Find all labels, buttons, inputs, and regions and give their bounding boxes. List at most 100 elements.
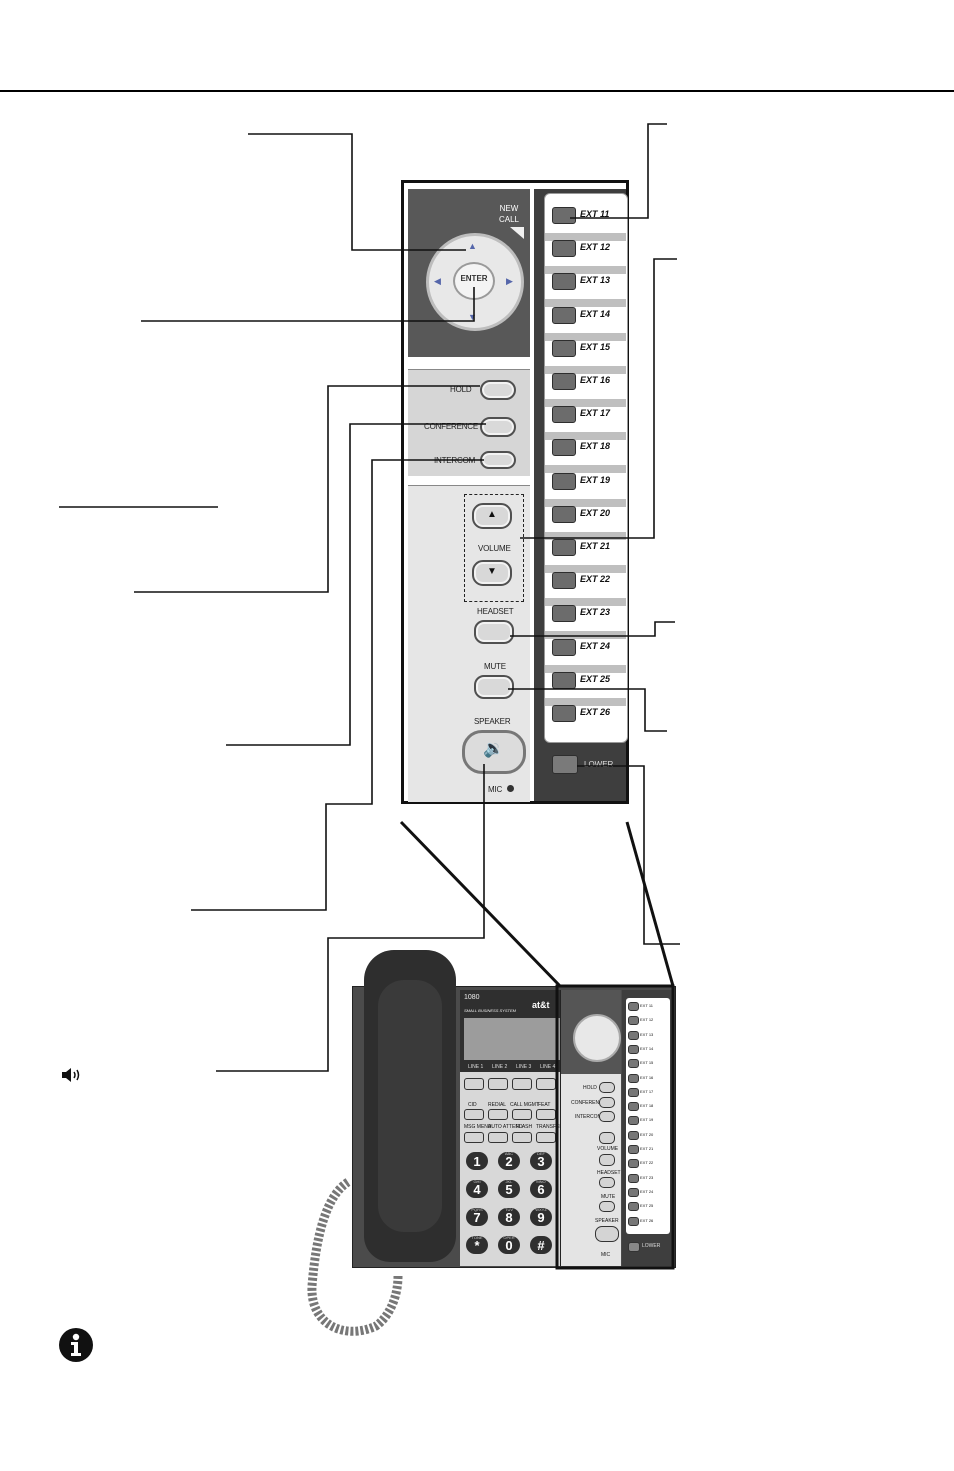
dialpad-key-letters: GHI — [473, 1179, 481, 1184]
up-arrow-icon[interactable]: ▲ — [468, 241, 477, 251]
mini-intercom-button[interactable] — [599, 1111, 615, 1122]
ext-11-label: EXT 11 — [580, 209, 610, 219]
ext-26-button[interactable] — [552, 705, 576, 722]
mini-ext-22-label: EXT 22 — [640, 1160, 654, 1166]
mini-headset-button[interactable] — [599, 1177, 615, 1188]
mini-ext-21-label: EXT 21 — [640, 1146, 654, 1151]
mini-hold-button[interactable] — [599, 1082, 615, 1093]
auto-attend-button[interactable] — [488, 1132, 508, 1143]
mute-button[interactable] — [474, 675, 514, 699]
volume-up-button[interactable]: ▲ — [472, 503, 512, 529]
line-1-button[interactable] — [464, 1078, 484, 1090]
mini-ext-20-button[interactable] — [628, 1130, 639, 1140]
lower-button[interactable] — [552, 755, 578, 774]
mini-intercom-label: INTERCOM — [575, 1114, 602, 1120]
ext-21-button[interactable] — [552, 539, 576, 556]
ext-divider — [545, 365, 626, 374]
ext-20-button[interactable] — [552, 505, 576, 523]
volume-down-button[interactable]: ▼ — [472, 560, 512, 586]
mini-side-panel: HOLD CONFERENCE INTERCOM VOLUME HEADSET … — [560, 990, 621, 1266]
mini-ext-24-button[interactable] — [628, 1187, 639, 1197]
mic-hole-icon — [507, 785, 514, 792]
call-mgmt-button[interactable] — [512, 1109, 532, 1120]
mini-volume-down-button[interactable] — [599, 1154, 615, 1166]
mini-ext-22-button[interactable] — [628, 1159, 639, 1169]
mini-ext-16-label: EXT 16 — [640, 1074, 654, 1080]
mini-ext-17-button[interactable] — [628, 1087, 639, 1097]
dialpad-key[interactable]: 1 — [466, 1152, 488, 1170]
mini-ext-11-button[interactable] — [628, 1002, 639, 1011]
line-2-button[interactable] — [488, 1078, 508, 1090]
ext-17-label: EXT 17 — [580, 408, 611, 419]
ext-14-button[interactable] — [552, 306, 576, 324]
mini-ext-12-button[interactable] — [628, 1016, 639, 1026]
mini-ext-25-button[interactable] — [628, 1202, 639, 1212]
mini-ext-26-button[interactable] — [628, 1216, 639, 1226]
left-arrow-icon[interactable]: ◀ — [434, 276, 441, 286]
mini-mute-button[interactable] — [599, 1201, 615, 1212]
line-3-button[interactable] — [512, 1078, 532, 1090]
mini-ext-21-button[interactable] — [628, 1145, 639, 1154]
handset — [364, 950, 456, 1262]
mini-conference-button[interactable] — [599, 1097, 615, 1108]
mini-ext-25-label: EXT 25 — [640, 1203, 654, 1209]
dialpad-key[interactable]: TONE* — [466, 1235, 488, 1254]
conference-label: CONFERENCE — [424, 422, 479, 431]
ext-15-button[interactable] — [552, 339, 576, 357]
mini-ext-13-label: EXT 13 — [640, 1031, 654, 1037]
conference-button[interactable] — [480, 417, 516, 437]
dialpad-key-letters: TONE — [471, 1235, 483, 1240]
ext-11-button[interactable] — [552, 207, 576, 224]
mini-lower-button[interactable] — [628, 1242, 640, 1252]
mini-volume-label: VOLUME — [597, 1146, 619, 1152]
headset-button[interactable] — [474, 620, 514, 644]
cid-button[interactable] — [464, 1109, 484, 1120]
mini-ext-16-button[interactable] — [628, 1073, 639, 1083]
mini-ext-13-button[interactable] — [628, 1030, 639, 1040]
down-arrow-icon[interactable]: ▼ — [468, 312, 477, 322]
ext-14-label: EXT 14 — [580, 308, 611, 319]
info-icon — [59, 1328, 93, 1362]
mini-ext-14-button[interactable] — [628, 1044, 639, 1054]
redial-button[interactable] — [488, 1109, 508, 1120]
mini-speaker-button[interactable] — [595, 1226, 619, 1242]
ext-16-button[interactable] — [552, 373, 576, 390]
volume-label: VOLUME — [478, 544, 511, 553]
ext-18-button[interactable] — [552, 439, 576, 457]
line-4-label: LINE 4 — [540, 1064, 556, 1070]
ext-23-button[interactable] — [552, 605, 576, 623]
mini-ext-18-button[interactable] — [628, 1102, 639, 1112]
ext-13-button[interactable] — [552, 273, 576, 291]
ext-12-button[interactable] — [552, 240, 576, 258]
mini-ext-23-button[interactable] — [628, 1173, 639, 1183]
ext-19-button[interactable] — [552, 472, 576, 490]
mini-dpad[interactable] — [573, 1014, 621, 1062]
right-arrow-icon[interactable]: ▶ — [506, 276, 513, 286]
dialpad-key-digit: * — [474, 1238, 480, 1253]
mic-label: MIC — [488, 785, 503, 794]
flash-button[interactable] — [512, 1132, 532, 1143]
ext-17-button[interactable] — [552, 406, 576, 424]
hold-button[interactable] — [480, 380, 516, 400]
phone-system-label: SMALL BUSINESS SYSTEM — [464, 1008, 516, 1013]
mini-speaker-label: SPEAKER — [595, 1218, 619, 1224]
mini-ext-14-label: EXT 14 — [640, 1045, 654, 1051]
ext-24-button[interactable] — [552, 638, 576, 656]
ext-22-button[interactable] — [552, 572, 576, 590]
msg-menu-button[interactable] — [464, 1132, 484, 1143]
mini-volume-up-button[interactable] — [599, 1132, 615, 1144]
speaker-button[interactable]: 🔉 — [462, 730, 526, 774]
new-call-button[interactable] — [510, 227, 524, 239]
mini-ext-19-button[interactable] — [628, 1116, 639, 1126]
mini-ext-15-button[interactable] — [628, 1059, 639, 1069]
dialpad-key[interactable]: # — [530, 1236, 552, 1254]
